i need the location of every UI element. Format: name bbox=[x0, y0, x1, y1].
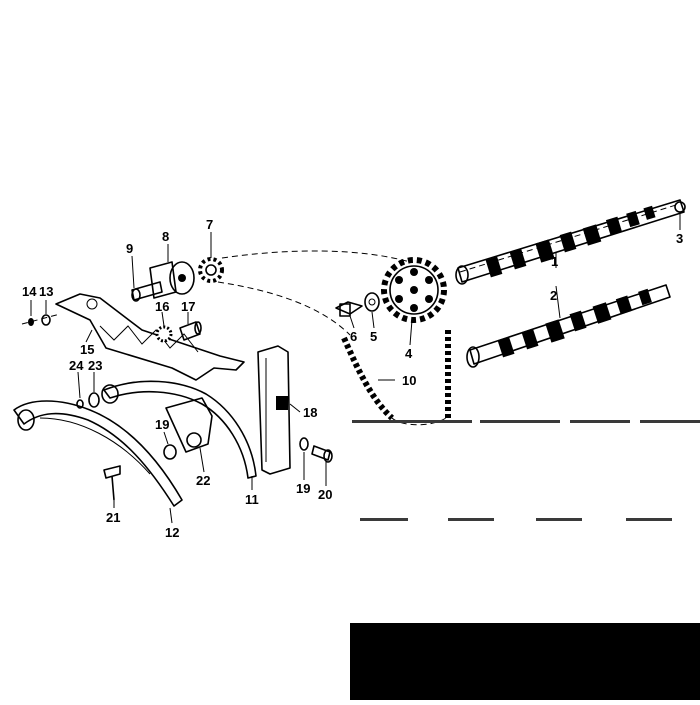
pivot-bolt bbox=[103, 465, 121, 501]
callout-24: 24 bbox=[69, 358, 84, 373]
callout-13: 13 bbox=[39, 284, 53, 299]
sprocket-bolt bbox=[335, 301, 363, 317]
leader-lines bbox=[30, 214, 681, 524]
spacer-23 bbox=[88, 392, 100, 408]
washer-left bbox=[163, 444, 177, 460]
washer bbox=[364, 292, 380, 312]
spacer-24 bbox=[76, 399, 84, 409]
hub-bolt bbox=[131, 281, 163, 302]
callout-1: 1 bbox=[551, 254, 558, 269]
callout-9: 9 bbox=[126, 241, 133, 256]
callout-14: 14 bbox=[22, 284, 37, 299]
callout-3: 3 bbox=[676, 231, 683, 246]
callout-10: 10 bbox=[402, 373, 416, 388]
redaction-block bbox=[350, 623, 700, 700]
callout-22: 22 bbox=[196, 473, 210, 488]
guide-pin bbox=[179, 321, 202, 341]
callout-17: 17 bbox=[181, 299, 195, 314]
callout-6: 6 bbox=[350, 329, 357, 344]
sprocket-hub bbox=[149, 261, 195, 299]
callout-2: 2 bbox=[550, 288, 557, 303]
callout-21: 21 bbox=[106, 510, 120, 525]
washer-small bbox=[41, 314, 51, 326]
callout-labels: 1 2 3 4 5 6 7 8 9 10 11 12 13 14 15 16 1… bbox=[22, 217, 683, 540]
callout-11: 11 bbox=[245, 492, 259, 507]
scan-artifacts bbox=[352, 420, 700, 521]
camshaft-lower bbox=[466, 284, 671, 368]
upper-guide-rail bbox=[101, 380, 257, 479]
callout-23: 23 bbox=[88, 358, 102, 373]
callout-7: 7 bbox=[206, 217, 213, 232]
callout-19a: 19 bbox=[155, 417, 169, 432]
callout-4: 4 bbox=[405, 346, 413, 361]
callout-16: 16 bbox=[155, 299, 169, 314]
callout-15: 15 bbox=[80, 342, 94, 357]
callout-20: 20 bbox=[318, 487, 332, 502]
intermediate-sprocket bbox=[198, 257, 224, 283]
straight-guide-rail bbox=[257, 345, 291, 475]
timing-chain bbox=[217, 250, 451, 426]
tensioner-block bbox=[165, 397, 213, 453]
callout-19b: 19 bbox=[296, 481, 310, 496]
nut-small bbox=[28, 318, 34, 326]
curved-guide-rail bbox=[13, 400, 183, 507]
callout-12: 12 bbox=[165, 525, 179, 540]
camshaft-sprocket bbox=[381, 257, 447, 323]
callout-5: 5 bbox=[370, 329, 377, 344]
rail-bolt bbox=[311, 445, 333, 463]
washer-right bbox=[299, 437, 309, 451]
camshaft-upper bbox=[455, 199, 686, 285]
small-gear bbox=[155, 325, 173, 343]
tensioner-rail bbox=[55, 293, 245, 381]
callout-18: 18 bbox=[303, 405, 317, 420]
callout-8: 8 bbox=[162, 229, 169, 244]
